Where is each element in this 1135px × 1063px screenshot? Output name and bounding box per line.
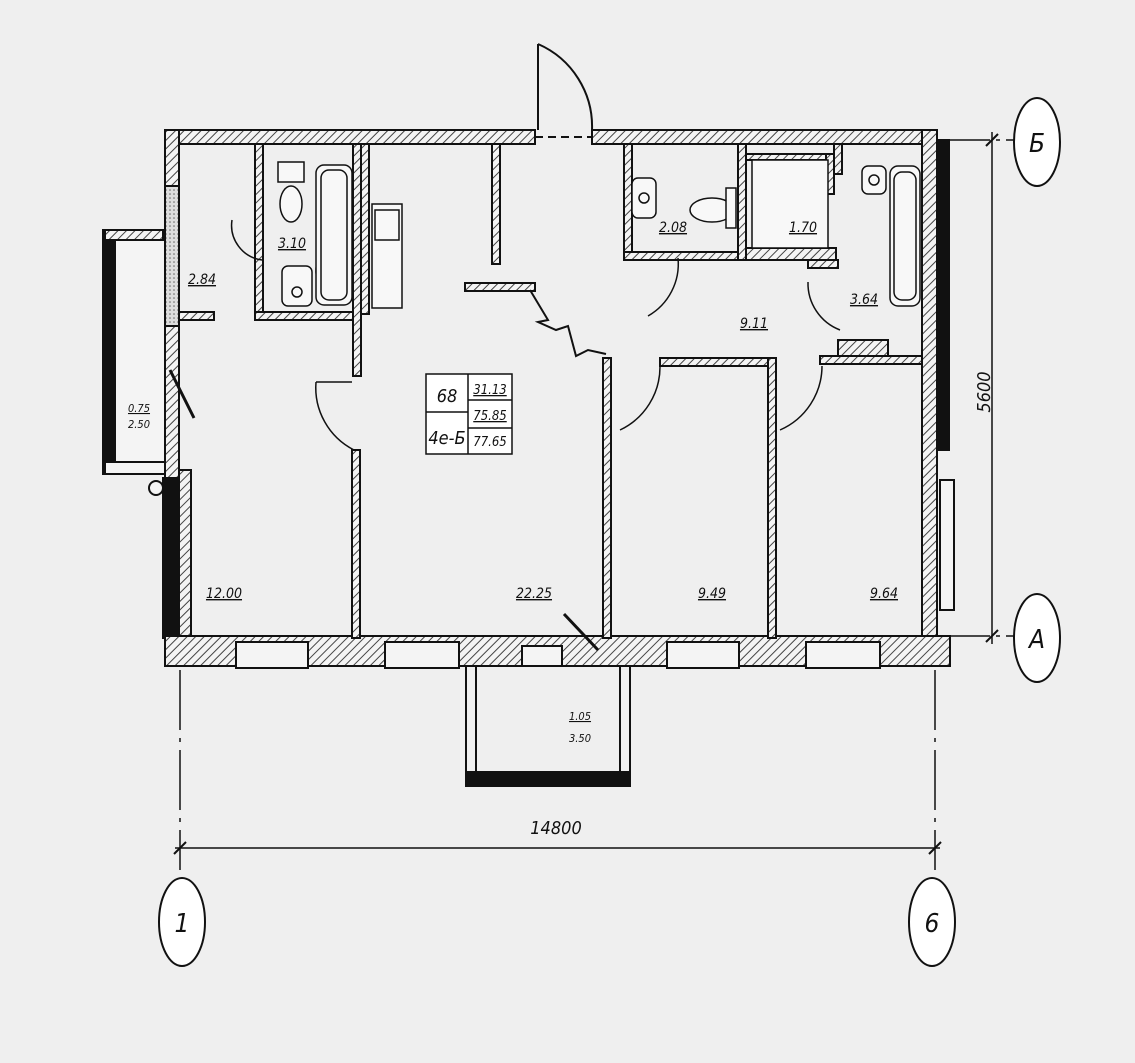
dimension-lines [173,132,1020,870]
axis-labels: Б А 1 6 [175,129,1045,939]
loggia-left-labels: 0.75 2.50 [128,402,150,431]
axis-label-b: Б [1029,129,1045,159]
apartment-info-box [425,373,513,455]
balcony-bottom-area: 3.50 [569,732,591,745]
apartment-number: 68 [437,386,458,407]
room-area-room-3: 9.64 [870,586,898,602]
fixtures [277,159,921,309]
axis-markers [158,97,1061,967]
axis-label-6: 6 [925,909,940,939]
axis-label-1: 1 [175,909,190,939]
interior-walls [178,143,923,639]
windows [235,479,955,669]
top-door [535,43,594,138]
axis-marker-1 [158,877,206,967]
room-area-bathroom-1: 3.10 [278,236,306,252]
axis-label-a: А [1027,625,1045,655]
room-area-hall-left: 2.84 [188,272,216,288]
room-area-corridor: 9.11 [740,316,768,332]
room-area-bathroom-2: 3.64 [850,292,878,308]
dimension-horizontal: 14800 [530,818,582,839]
dimension-vertical: 5600 [974,371,995,412]
axis-marker-6 [908,877,956,967]
loggia-left-area: 2.50 [128,418,150,431]
room-labels: 2.84 3.10 2.08 1.70 3.64 9.11 12.00 22.2… [188,220,898,602]
axis-marker-a [1013,593,1061,683]
apartment-area-total: 75.85 [473,409,506,424]
loggia-left [102,185,180,496]
loggia-left-coef: 0.75 [128,402,150,415]
room-area-room-2: 9.49 [698,586,726,602]
axis-marker-b [1013,97,1061,187]
apartment-area-with-balcony: 77.65 [473,435,506,450]
balcony-bottom [465,665,631,787]
room-area-storage: 1.70 [789,220,817,236]
room-area-room-1: 12.00 [206,586,242,602]
room-area-wc: 2.08 [659,220,687,236]
apartment-type: 4е-Б [428,428,465,449]
apartment-area-living: 31.13 [473,383,506,398]
balcony-bottom-labels: 1.05 3.50 [569,710,591,745]
room-area-living: 22.25 [516,586,552,602]
balcony-bottom-coef: 1.05 [569,710,591,723]
